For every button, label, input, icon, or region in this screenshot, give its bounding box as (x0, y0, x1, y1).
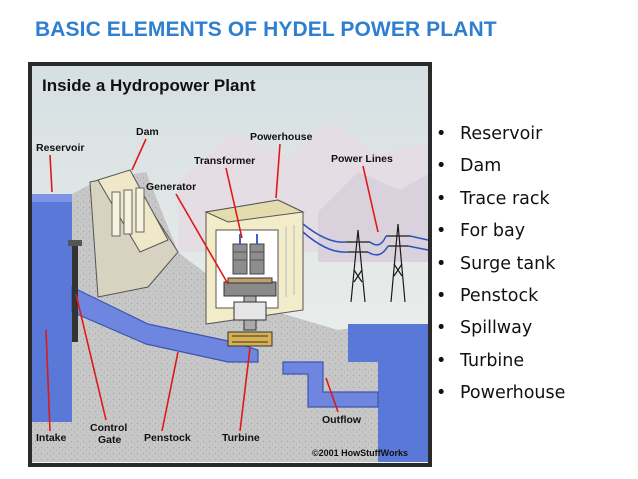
label-intake: Intake (36, 432, 67, 444)
reservoir-surface (32, 194, 72, 202)
dam-gate-1 (111, 191, 121, 237)
arrow-control-gate (75, 293, 107, 421)
copyright-text: ©2001 HowStuffWorks (312, 448, 408, 458)
powerhouse-roof (204, 199, 305, 223)
transformer-cylinder-1 (232, 243, 248, 275)
generator (223, 281, 277, 297)
arrow-turbine (239, 347, 251, 432)
arrow-generator (175, 193, 229, 285)
shaft-housing (233, 301, 267, 321)
power-tower-1 (346, 229, 370, 303)
arrow-outflow (325, 377, 339, 413)
arrow-intake (45, 329, 51, 432)
label-arrows (45, 138, 379, 432)
control-gate (72, 242, 78, 342)
power-tower-2 (386, 223, 410, 303)
bullet-item: Trace rack (436, 183, 565, 216)
bullet-item: Reservoir (436, 118, 565, 151)
power-lines-wires (302, 223, 429, 256)
label-generator: Generator (146, 181, 196, 193)
label-dam: Dam (136, 126, 159, 138)
river-water (348, 324, 428, 462)
turbine-blades (232, 335, 268, 343)
diagram-title: Inside a Hydropower Plant (42, 76, 256, 95)
arrow-powerhouse (275, 143, 281, 199)
label-control-gate-line2: Gate (98, 434, 122, 446)
bullet-item: Dam (436, 150, 565, 183)
bullet-item: Turbine (436, 345, 565, 378)
reservoir-water (32, 194, 72, 462)
penstock-pipe (71, 286, 259, 363)
arrow-reservoir (49, 154, 53, 193)
arrow-transformer (225, 167, 243, 239)
arrow-dam (131, 138, 147, 171)
bullet-item: Spillway (436, 312, 565, 345)
control-gate-top (68, 240, 82, 246)
transformer-cylinder-2 (249, 243, 265, 275)
arrow-power-lines (362, 165, 379, 233)
outflow-pipe (282, 361, 379, 408)
dam-gate-3 (135, 187, 145, 233)
label-power-lines: Power Lines (331, 153, 393, 165)
label-penstock: Penstock (144, 432, 191, 444)
dam-gate-2 (123, 189, 133, 235)
bullet-item: Penstock (436, 280, 565, 313)
label-reservoir: Reservoir (36, 142, 84, 154)
arrow-penstock (161, 351, 179, 432)
elements-bullet-list: Reservoir Dam Trace rack For bay Surge t… (436, 118, 565, 410)
label-turbine: Turbine (222, 432, 260, 444)
transformer-leads (239, 234, 258, 244)
diagram-canvas: Inside a Hydropower Plant Reservoir Dam … (28, 62, 432, 467)
bullet-item: Powerhouse (436, 377, 565, 410)
label-powerhouse: Powerhouse (250, 131, 313, 143)
label-transformer: Transformer (194, 155, 255, 167)
label-outflow: Outflow (322, 414, 362, 426)
label-control-gate-line1: Control (90, 422, 127, 434)
bullet-item: For bay (436, 215, 565, 248)
turbine (227, 331, 273, 347)
generator-top (227, 277, 273, 284)
far-hills (318, 172, 428, 262)
bullet-item: Surge tank (436, 248, 565, 281)
slide-title: BASIC ELEMENTS OF HYDEL POWER PLANT (35, 18, 497, 41)
hydropower-diagram: Inside a Hydropower Plant Reservoir Dam … (28, 62, 432, 467)
